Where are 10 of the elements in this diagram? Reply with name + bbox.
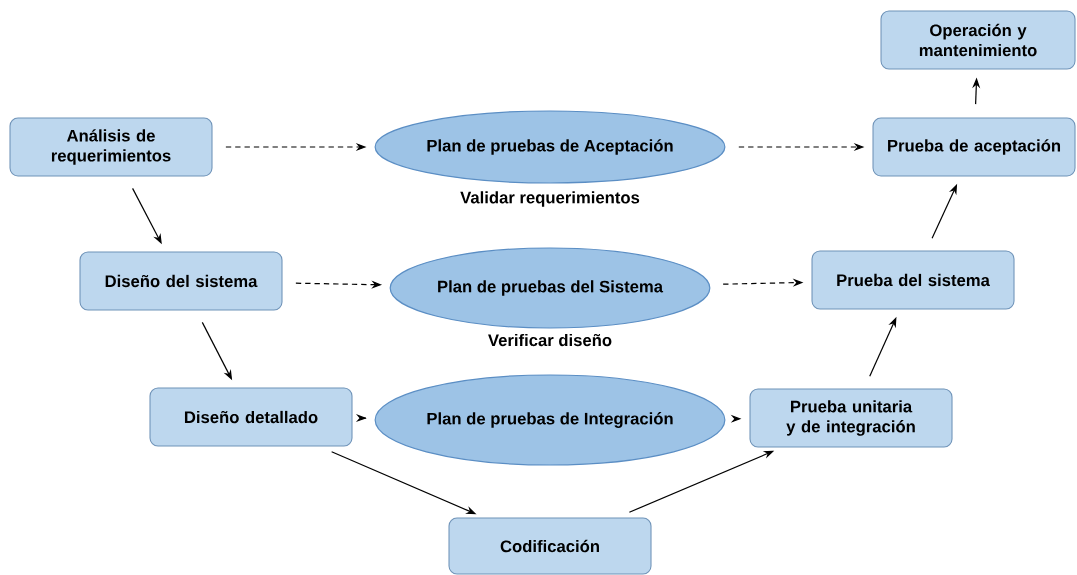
phase-box: Prueba de aceptación [872,117,1076,177]
phase-box: Diseño del sistema [79,251,283,311]
phase-box: Codificación [448,517,652,575]
phase-box: Operación y mantenimiento [880,10,1076,70]
caption-text: Verificar diseño [488,333,612,347]
caption-text: Validar requerimientos [460,191,640,207]
phase-box: Prueba unitaria y de integración [749,388,953,448]
phase-box: Diseño detallado [149,387,353,447]
phase-box: Prueba del sistema [811,250,1015,310]
phase-box: Análisis de requerimientos [9,117,213,177]
